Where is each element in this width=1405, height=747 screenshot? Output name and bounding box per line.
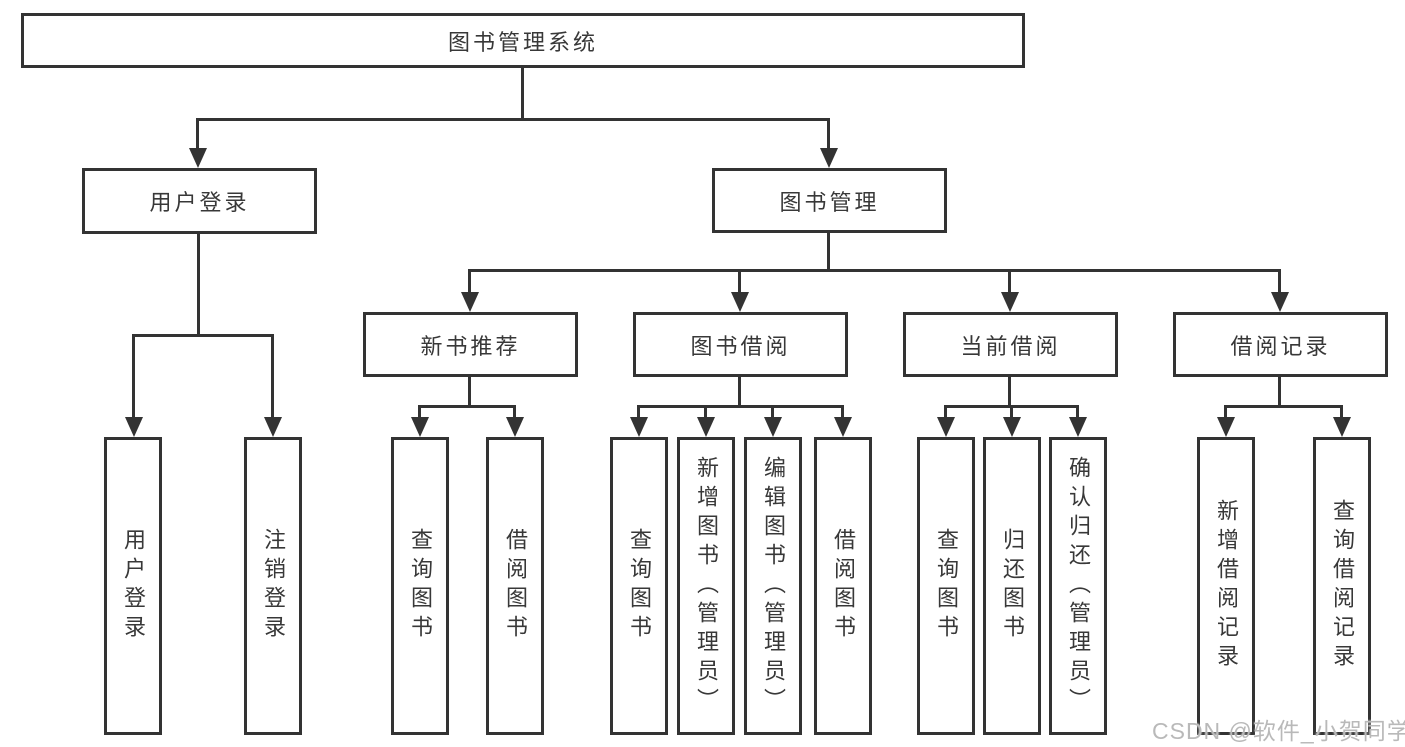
connector-line <box>1224 405 1227 419</box>
connector-line <box>738 377 741 407</box>
leaf-edit-book-admin: 编辑图书（管理员） <box>744 437 802 735</box>
node-borrow-records: 借阅记录 <box>1173 312 1388 377</box>
connector-line <box>196 118 830 121</box>
connector-line <box>827 118 830 152</box>
connector-line <box>418 405 516 408</box>
connector-line <box>521 68 524 120</box>
arrow-down-icon <box>1001 292 1019 312</box>
arrow-down-icon <box>731 292 749 312</box>
connector-line <box>827 233 830 271</box>
connector-line <box>1224 405 1343 408</box>
connector-line <box>1076 405 1079 419</box>
arrow-down-icon <box>1217 417 1235 437</box>
node-new-book-recommend-label: 新书推荐 <box>420 333 521 359</box>
connector-line <box>944 405 947 419</box>
connector-line <box>1278 377 1281 407</box>
node-book-borrow-label: 图书借阅 <box>690 333 791 359</box>
arrow-down-icon <box>411 417 429 437</box>
connector-line <box>418 405 421 419</box>
arrow-down-icon <box>697 417 715 437</box>
leaf-query-borrow-record: 查询借阅记录 <box>1313 437 1371 735</box>
connector-line <box>637 405 844 408</box>
arrow-down-icon <box>1069 417 1087 437</box>
node-user-login: 用户登录 <box>82 168 317 234</box>
node-new-book-recommend: 新书推荐 <box>363 312 578 377</box>
leaf-borrow-books-recommend: 借阅图书 <box>486 437 544 735</box>
leaf-add-book-admin: 新增图书（管理员） <box>677 437 735 735</box>
connector-line <box>738 269 741 294</box>
connector-line <box>1278 269 1281 294</box>
arrow-down-icon <box>1003 417 1021 437</box>
node-current-borrow-label: 当前借阅 <box>960 333 1061 359</box>
connector-line <box>1340 405 1343 419</box>
leaf-add-borrow-record-label: 新增借阅记录 <box>1214 499 1239 673</box>
leaf-add-book-admin-label: 新增图书（管理员） <box>694 455 719 717</box>
node-root: 图书管理系统 <box>21 13 1025 68</box>
arrow-down-icon <box>764 417 782 437</box>
leaf-user-login-label: 用户登录 <box>121 528 146 644</box>
arrow-down-icon <box>937 417 955 437</box>
leaf-query-books-current-label: 查询图书 <box>934 528 959 644</box>
leaf-query-books-recommend-label: 查询图书 <box>408 528 433 644</box>
arrow-down-icon <box>461 292 479 312</box>
arrow-down-icon <box>820 148 838 168</box>
leaf-query-books-borrow: 查询图书 <box>610 437 668 735</box>
connector-line <box>468 377 471 407</box>
connector-line <box>271 334 274 418</box>
leaf-return-book: 归还图书 <box>983 437 1041 735</box>
node-book-borrow: 图书借阅 <box>633 312 848 377</box>
connector-line <box>468 269 1281 272</box>
csdn-watermark: CSDN @软件_小贺同学 <box>1152 718 1405 744</box>
connector-line <box>132 334 274 337</box>
leaf-confirm-return-admin-label: 确认归还（管理员） <box>1066 455 1091 717</box>
leaf-logout-label: 注销登录 <box>261 528 286 644</box>
connector-line <box>513 405 516 419</box>
node-root-label: 图书管理系统 <box>447 29 598 55</box>
connector-line <box>132 334 135 418</box>
leaf-borrow-books-recommend-label: 借阅图书 <box>503 528 528 644</box>
arrow-down-icon <box>1333 417 1351 437</box>
leaf-query-books-recommend: 查询图书 <box>391 437 449 735</box>
leaf-borrow-books-label: 借阅图书 <box>831 528 856 644</box>
connector-line <box>197 234 200 336</box>
connector-line <box>1008 377 1011 407</box>
leaf-query-books-borrow-label: 查询图书 <box>627 528 652 644</box>
connector-line <box>1008 269 1011 294</box>
leaf-return-book-label: 归还图书 <box>1000 528 1025 644</box>
leaf-query-books-current: 查询图书 <box>917 437 975 735</box>
connector-line <box>468 269 471 294</box>
connector-line <box>637 405 640 419</box>
node-book-management: 图书管理 <box>712 168 947 233</box>
connector-line <box>1010 405 1013 419</box>
leaf-edit-book-admin-label: 编辑图书（管理员） <box>761 455 786 717</box>
connector-line <box>841 405 844 419</box>
connector-line <box>704 405 707 419</box>
node-user-login-label: 用户登录 <box>149 190 250 215</box>
arrow-down-icon <box>1271 292 1289 312</box>
connector-line <box>771 405 774 419</box>
arrow-down-icon <box>189 148 207 168</box>
arrow-down-icon <box>125 417 143 437</box>
arrow-down-icon <box>630 417 648 437</box>
leaf-confirm-return-admin: 确认归还（管理员） <box>1049 437 1107 735</box>
leaf-add-borrow-record: 新增借阅记录 <box>1197 437 1255 735</box>
leaf-borrow-books: 借阅图书 <box>814 437 872 735</box>
node-book-management-label: 图书管理 <box>779 189 880 215</box>
node-current-borrow: 当前借阅 <box>903 312 1118 377</box>
node-borrow-records-label: 借阅记录 <box>1230 333 1331 359</box>
arrow-down-icon <box>834 417 852 437</box>
connector-line <box>196 118 199 152</box>
leaf-query-borrow-record-label: 查询借阅记录 <box>1330 499 1355 673</box>
arrow-down-icon <box>506 417 524 437</box>
arrow-down-icon <box>264 417 282 437</box>
leaf-user-login: 用户登录 <box>104 437 162 735</box>
leaf-logout: 注销登录 <box>244 437 302 735</box>
